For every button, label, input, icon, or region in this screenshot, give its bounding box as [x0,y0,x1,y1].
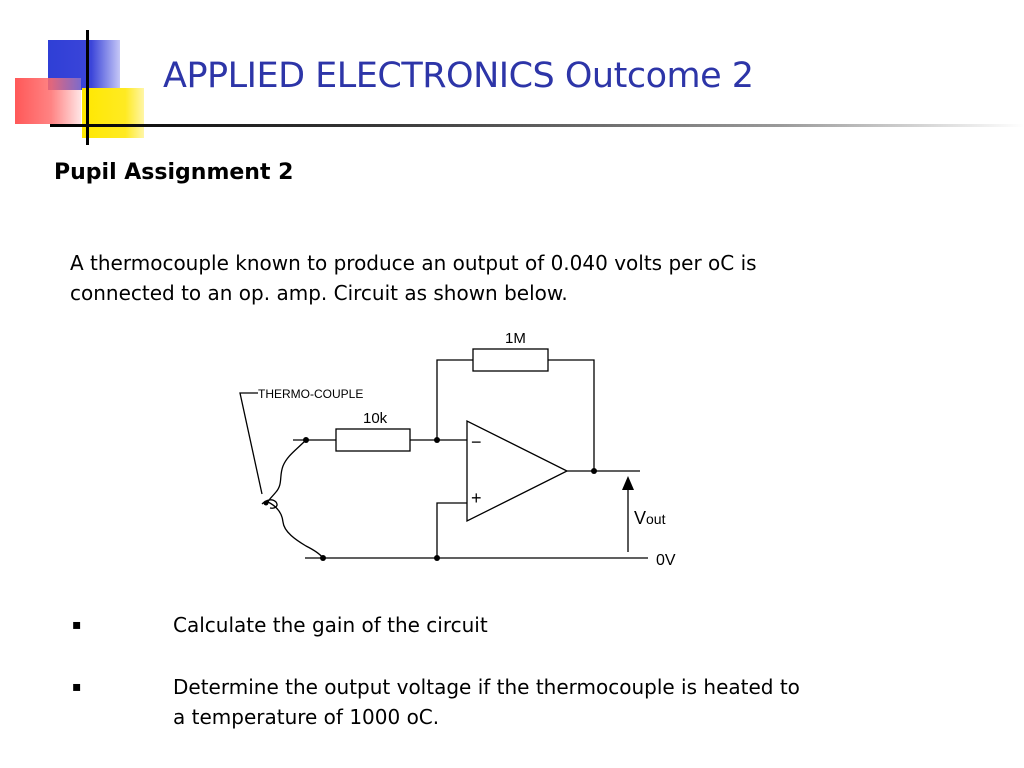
vout-label: Vout [634,508,666,528]
vout-v: V [634,508,646,528]
task-item-gain: ▪ Calculate the gain of the circuit [70,610,900,640]
decor-red-square [15,78,81,124]
bullet-square-icon: ▪ [72,679,82,695]
thermocouple-label: THERMO-COUPLE [258,387,363,401]
junction-dot-inverting [434,437,440,443]
task-text-line-1: Determine the output voltage if the ther… [173,675,800,699]
bullet-square-icon: ▪ [72,617,82,633]
junction-dot-output [591,468,597,474]
input-resistor [335,428,411,452]
ground-label: 0V [656,552,676,569]
vout-arrow-head [622,476,634,490]
feedback-resistor [472,348,549,372]
thermocouple-pointer [239,392,263,495]
thermocouple-lead-bottom [267,501,324,559]
decor-yellow-square [82,88,144,138]
junction-dot-ground-left [320,555,326,561]
task-item-output-voltage: ▪ Determine the output voltage if the th… [70,672,900,732]
assignment-heading: Pupil Assignment 2 [54,160,294,185]
feedback-wire-right [548,359,595,471]
junction-dot-ground-mid [434,555,440,561]
task-list: ▪ Calculate the gain of the circuit ▪ De… [70,610,900,764]
inverting-input-symbol: − [471,432,482,452]
intro-line-2: connected to an op. amp. Circuit as show… [70,281,568,305]
intro-paragraph: A thermocouple known to produce an outpu… [70,248,870,308]
decor-vertical-line [86,30,89,145]
title-underline [50,124,1024,127]
task-text: Calculate the gain of the circuit [173,613,488,637]
vout-subscript: out [646,511,666,527]
feedback-wire [436,359,473,440]
junction-dot-sensor [263,500,269,506]
slide-title: APPLIED ELECTRONICS Outcome 2 [163,56,754,96]
input-resistor-label: 10k [363,410,388,427]
non-inverting-input-symbol: + [471,488,482,508]
task-text-line-2: a temperature of 1000 oC. [173,705,440,729]
non-inverting-wire [436,502,467,558]
op-amp-triangle [466,419,569,523]
feedback-resistor-label: 1M [505,330,526,347]
junction-dot-input [303,437,309,443]
thermocouple-lead-top [267,439,307,503]
intro-line-1: A thermocouple known to produce an outpu… [70,251,757,275]
